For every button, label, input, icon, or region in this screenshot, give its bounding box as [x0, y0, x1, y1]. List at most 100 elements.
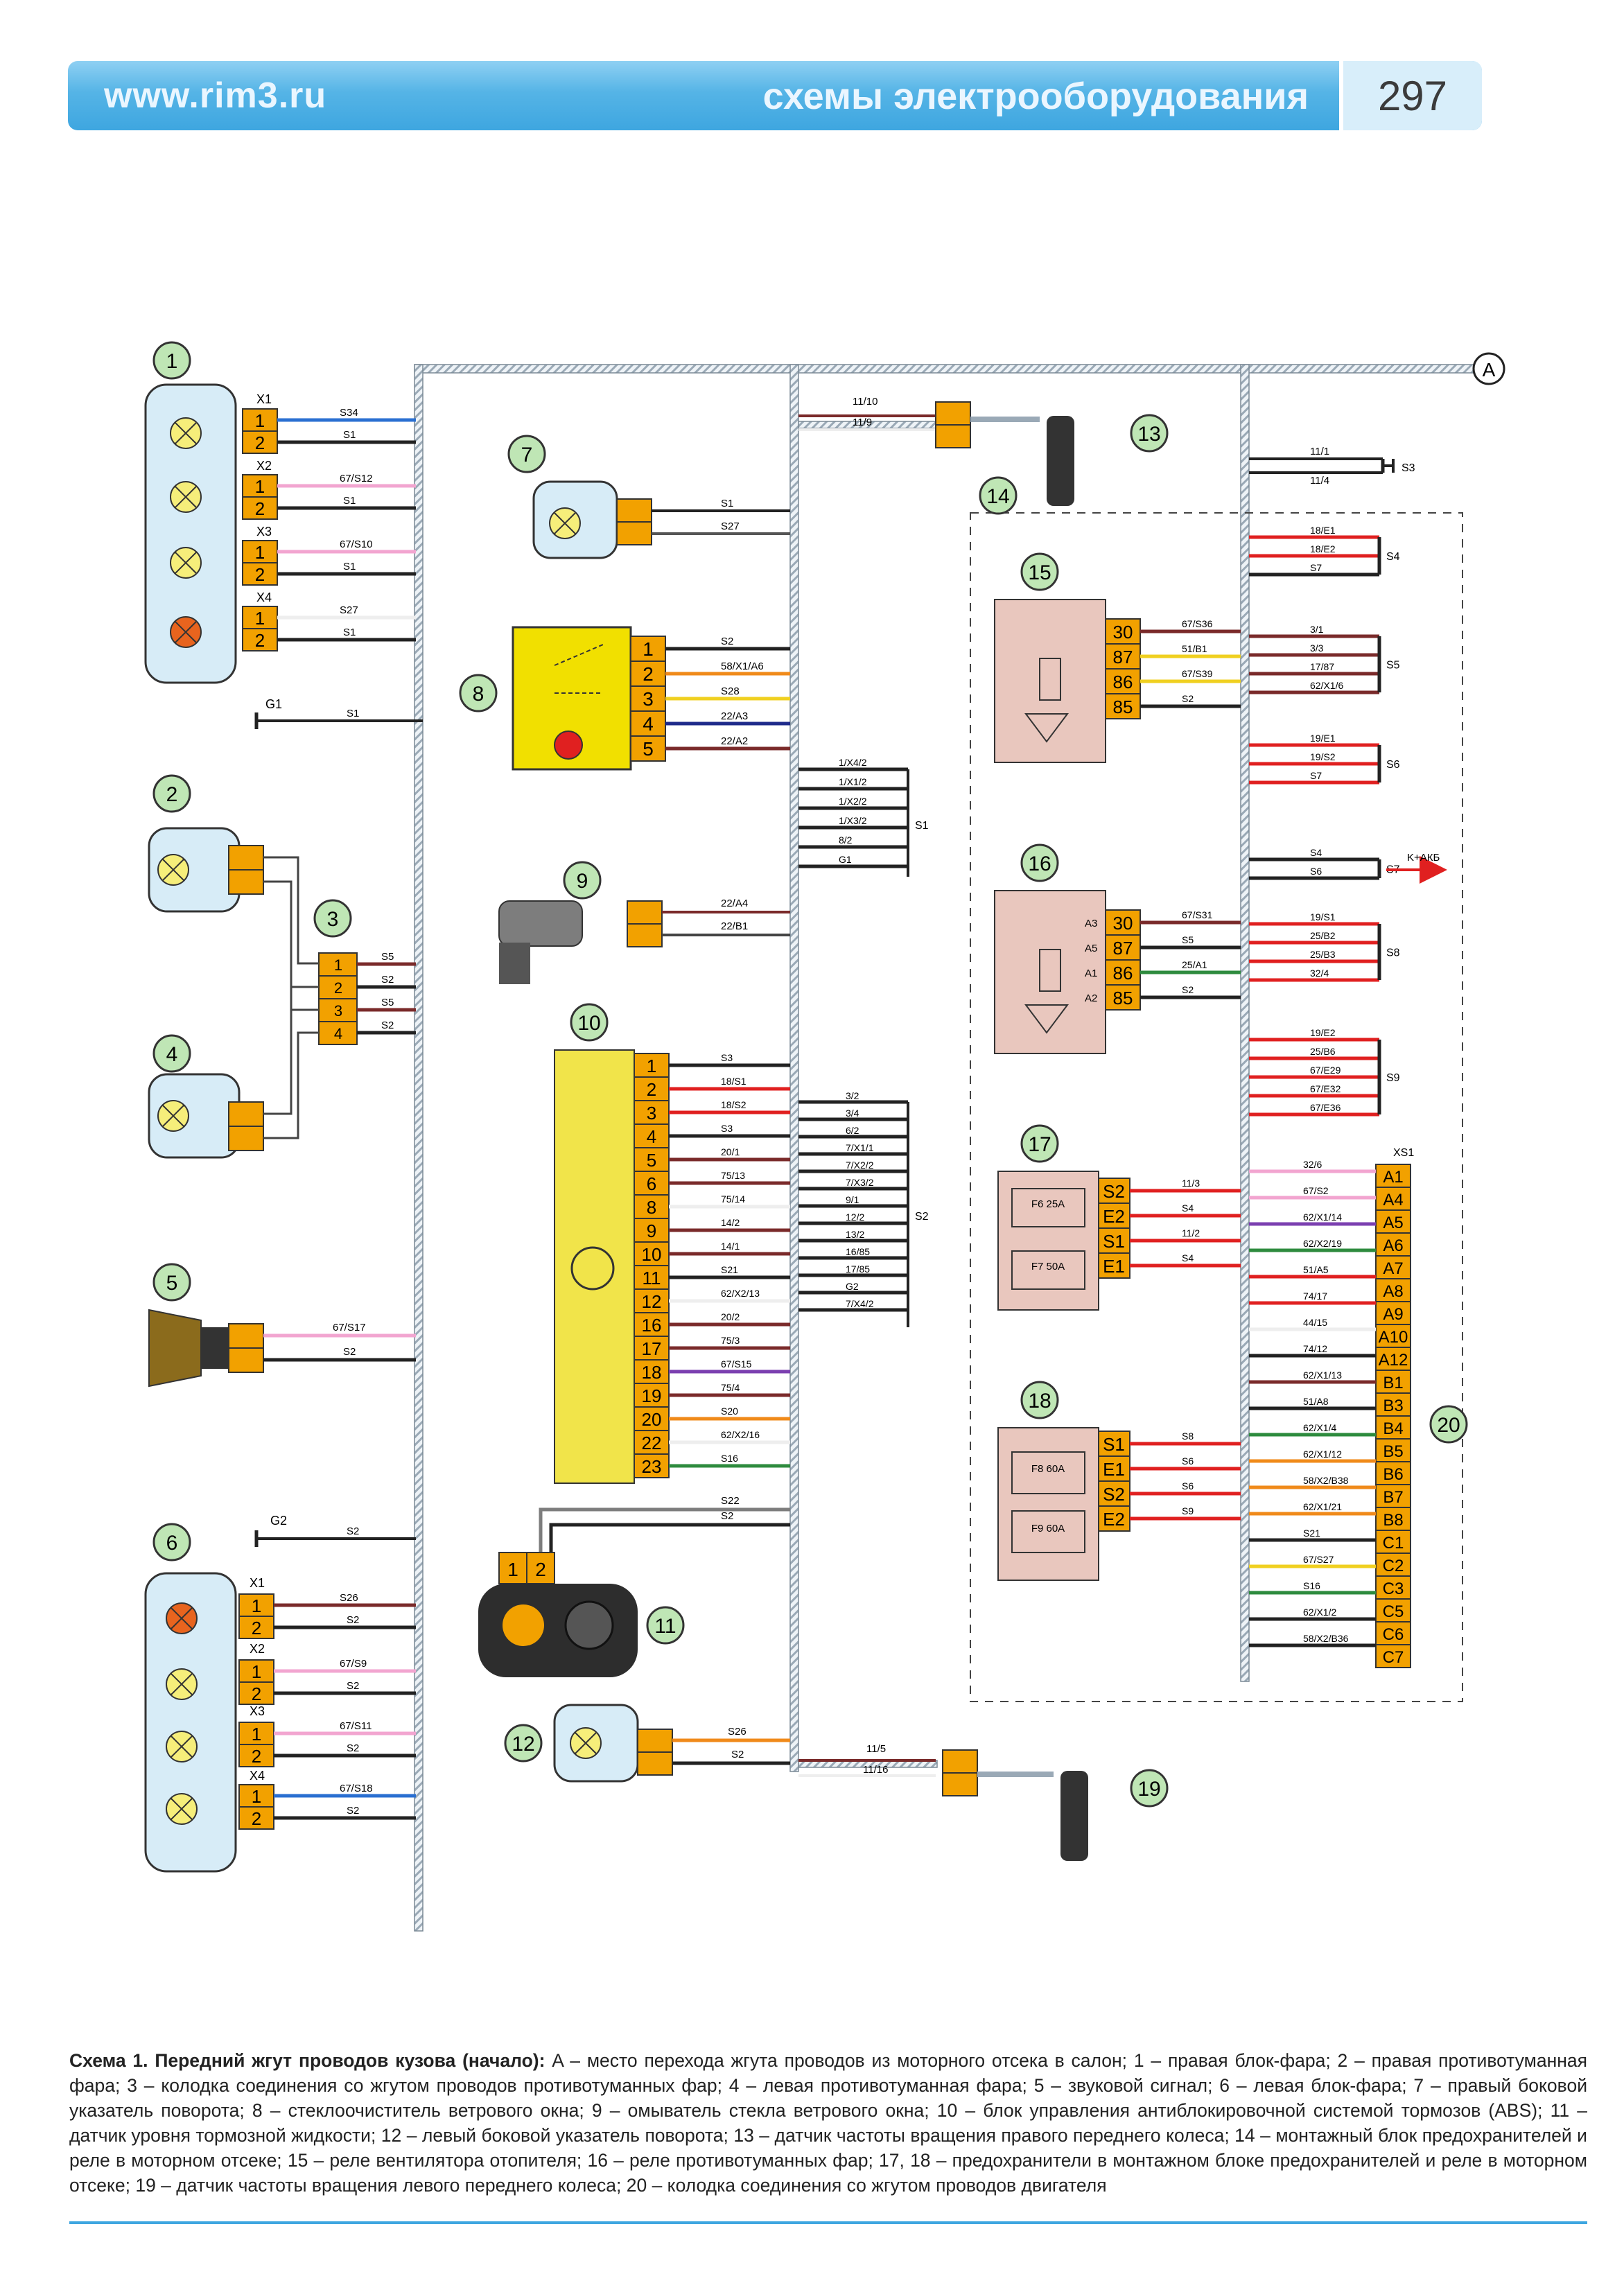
pin-number: 9: [647, 1221, 656, 1241]
s1-bundle-wires: 1/X4/21/X1/21/X2/21/X3/28/2G1: [798, 757, 908, 868]
wire-label: 51/A5: [1303, 1264, 1329, 1275]
right-bundles: 18/E118/E2S7S43/13/317/8762/X1/6S519/E11…: [1249, 525, 1400, 1117]
wire-label: 12/2: [846, 1212, 864, 1223]
wire-label: 3/1: [1310, 624, 1324, 635]
connector-pin: [242, 430, 278, 454]
label-13: 13: [1137, 423, 1160, 446]
lamp-icon: [170, 547, 202, 579]
wire-label: 19/S1: [1310, 911, 1336, 922]
pin-number: B5: [1383, 1442, 1403, 1461]
pin-number: 23: [642, 1456, 662, 1477]
horn: 5 67/S17 S2: [148, 1263, 416, 1388]
figure-caption: Схема 1. Передний жгут проводов кузова (…: [69, 2048, 1587, 2198]
caption-text: A – место перехода жгута проводов из мот…: [69, 2050, 1588, 2196]
xs1-pin: [1375, 1370, 1411, 1394]
wire-label: 7/X4/2: [846, 1298, 874, 1309]
bundle-label: S5: [1386, 660, 1400, 672]
pin-number: 2: [647, 1079, 656, 1100]
terminal-label: A1: [1085, 968, 1097, 979]
wire-horn-1: 67/S17: [333, 1322, 366, 1333]
transistor-icon: [570, 1246, 615, 1291]
xs1-wires: 32/667/S262/X1/1462/X2/1951/A574/1744/15…: [1249, 1159, 1376, 1647]
wire-label: 62/X2/19: [1303, 1238, 1342, 1249]
page-number: 297: [1377, 73, 1448, 119]
label-6: 6: [166, 1532, 178, 1555]
caption-title: Схема 1. Передний жгут проводов кузова (…: [69, 2050, 545, 2071]
pin-number: C7: [1383, 1648, 1404, 1667]
pin-number: 2: [255, 498, 265, 519]
pin-number: B7: [1383, 1488, 1403, 1507]
wire-label: 75/14: [721, 1193, 745, 1205]
connector-pin: [634, 1430, 670, 1455]
pin-number: 1: [643, 638, 654, 660]
g1-label: G1: [265, 697, 282, 711]
s3-label: S3: [1402, 462, 1415, 474]
wire-label: S6: [1182, 1480, 1194, 1492]
ground-g1: G1 S1: [254, 697, 423, 729]
pin-number: 19: [642, 1385, 662, 1406]
wire-label: 7/X3/2: [846, 1177, 874, 1188]
wire-label: S21: [1303, 1528, 1320, 1539]
pin-number: B6: [1383, 1465, 1403, 1484]
wire-turn12-1: S26: [728, 1726, 746, 1738]
wire-label: 74/12: [1303, 1343, 1327, 1354]
x2-label: X2: [250, 1642, 265, 1656]
wire-label: 62/X2/16: [721, 1429, 760, 1440]
wire-sensor19-1: 11/5: [866, 1743, 886, 1755]
label-19: 19: [1137, 1778, 1160, 1801]
xs1-pin: [1375, 1461, 1411, 1485]
wire-label: 67/S11: [340, 1720, 372, 1732]
wire-label: 25/B6: [1310, 1046, 1336, 1057]
terminal-label: A3: [1085, 918, 1097, 929]
wire-label: 3/3: [1310, 642, 1324, 654]
pin-number: 22: [642, 1433, 662, 1453]
wire-turn12-2: S2: [731, 1749, 744, 1760]
wire-label: 75/13: [721, 1170, 745, 1181]
wire-label: S16: [721, 1453, 738, 1464]
pin-number: A8: [1383, 1282, 1403, 1301]
wire-label: 18/S2: [721, 1099, 746, 1110]
pin-number: 17: [642, 1338, 662, 1359]
wire-label: S2: [721, 636, 733, 647]
wire-label: 62/X1/13: [1303, 1370, 1342, 1381]
fog-light-right: 2: [148, 774, 264, 913]
connector-pin: [634, 1123, 670, 1148]
fuses-17: 17 F6 25A F7 50A: [997, 1124, 1099, 1311]
wire-label: 16/85: [846, 1246, 870, 1257]
wire-sensor13-1: 11/10: [853, 396, 878, 408]
wire-label: 67/E36: [1310, 1102, 1341, 1113]
relay-pin: [1105, 618, 1141, 645]
point-a: A: [1472, 352, 1505, 385]
wire-turn7-2: S27: [721, 521, 740, 532]
pin-number: 1: [252, 1724, 261, 1744]
label-14: 14: [986, 485, 1009, 508]
wire-label: 13/2: [846, 1229, 864, 1240]
pin-number: 5: [643, 738, 654, 760]
wire-label: 22/A2: [721, 735, 748, 747]
wire-label: 67/S9: [340, 1658, 367, 1670]
wire-sensor11-2: S2: [721, 1510, 733, 1522]
pin-number: C3: [1383, 1580, 1404, 1598]
x2-label: X2: [256, 459, 272, 473]
x1-label: X1: [256, 392, 272, 406]
x4-label: X4: [250, 1769, 265, 1783]
wire-sensor19-2: 11/16: [863, 1764, 888, 1776]
label-16: 16: [1028, 852, 1051, 875]
wire-label: 18/E1: [1310, 525, 1336, 536]
right-headlight: 1 X1 X2 X3 X4: [144, 341, 272, 684]
wire-label: 44/15: [1303, 1317, 1327, 1328]
wire-label: S4: [1182, 1252, 1194, 1263]
wire-label: S34: [340, 407, 358, 419]
xs1-label: XS1: [1393, 1147, 1414, 1159]
pin-number: 2: [252, 1746, 261, 1767]
pin-number: 2: [252, 1683, 261, 1704]
wire-label: 17/85: [846, 1263, 870, 1275]
fuse-pin: [1098, 1431, 1130, 1457]
label-1: 1: [166, 350, 178, 373]
wire-label: 62/X1/6: [1310, 680, 1343, 691]
pin-number: A9: [1383, 1305, 1403, 1324]
wire-label: 19/E1: [1310, 733, 1336, 744]
